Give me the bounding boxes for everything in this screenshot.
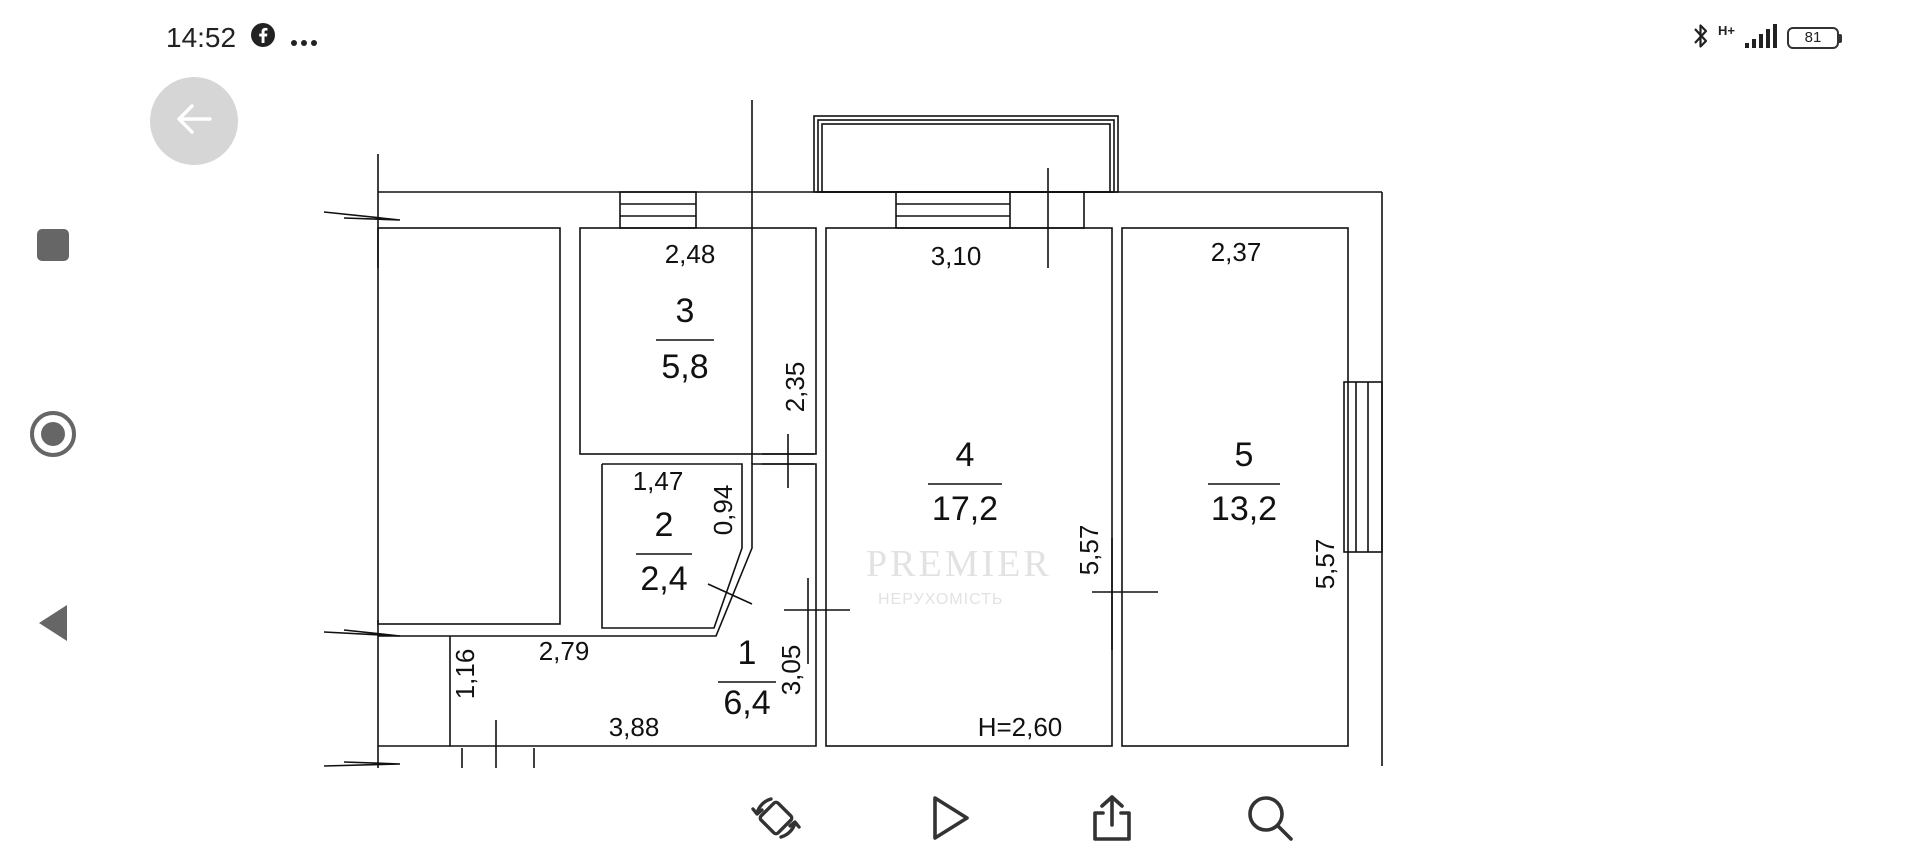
room-1-number: 1 <box>738 634 757 672</box>
room-3-number: 3 <box>676 292 695 330</box>
room-2-area: 2,4 <box>640 560 687 598</box>
slideshow-button[interactable] <box>920 790 980 850</box>
ceiling-height: H=2,60 <box>978 712 1063 742</box>
bluetooth-icon <box>1692 21 1710 56</box>
home-button[interactable] <box>28 410 78 463</box>
dim-room4-width: 3,10 <box>931 241 982 271</box>
dim-corridor-height: 1,16 <box>450 649 480 700</box>
signal-icon <box>1743 23 1779 54</box>
battery-level: 81 <box>1787 27 1839 49</box>
image-toolbar <box>0 790 1920 850</box>
rotate-icon <box>749 791 803 850</box>
dim-room3-width: 2,48 <box>665 239 716 269</box>
search-button[interactable] <box>1240 790 1300 850</box>
dim-room3-height: 2,35 <box>780 362 810 413</box>
room-4-area: 17,2 <box>932 490 998 528</box>
more-dots-icon <box>290 22 318 54</box>
recents-button[interactable] <box>28 222 78 272</box>
status-time: 14:52 <box>166 22 237 53</box>
back-arrow-icon <box>174 102 214 141</box>
play-icon <box>927 793 973 848</box>
search-icon <box>1245 793 1295 848</box>
watermark-subtitle: НЕРУХОМІСТЬ <box>878 591 1003 608</box>
dim-room5-height: 5,57 <box>1310 539 1340 590</box>
status-bar-right: H+ 81 <box>1692 18 1842 58</box>
status-bar-left: 14:52 <box>166 18 318 58</box>
recents-square-icon <box>36 228 70 267</box>
dim-room4-height: 5,57 <box>1074 525 1104 576</box>
dim-room2-height: 0,94 <box>708 485 738 536</box>
battery-icon: 81 <box>1787 27 1842 49</box>
room-5-area: 13,2 <box>1211 490 1277 528</box>
system-back-button[interactable] <box>28 600 78 650</box>
facebook-icon <box>250 22 276 55</box>
room-1-area: 6,4 <box>723 684 770 722</box>
dim-room5-width: 2,37 <box>1211 237 1262 267</box>
back-button[interactable] <box>150 77 238 165</box>
share-icon <box>1089 793 1135 848</box>
rotate-button[interactable] <box>746 790 806 850</box>
room-5-number: 5 <box>1235 436 1254 474</box>
network-type: H+ <box>1718 22 1735 38</box>
dim-corridor-bottom: 3,88 <box>609 712 660 742</box>
dim-room1-height: 3,05 <box>776 645 806 696</box>
room-3-area: 5,8 <box>661 348 708 386</box>
watermark-brand: PREMIER <box>866 543 1052 585</box>
room-2-number: 2 <box>655 506 674 544</box>
dim-corridor-width: 2,79 <box>539 636 590 666</box>
home-circle-icon <box>29 410 77 463</box>
floor-plan-image: PREMIER НЕРУХОМІСТЬ 3 5,8 4 17,2 5 13,2 … <box>323 100 1383 768</box>
back-triangle-icon <box>36 603 70 648</box>
share-button[interactable] <box>1082 790 1142 850</box>
room-4-number: 4 <box>956 436 975 474</box>
dim-room2-width: 1,47 <box>633 466 684 496</box>
